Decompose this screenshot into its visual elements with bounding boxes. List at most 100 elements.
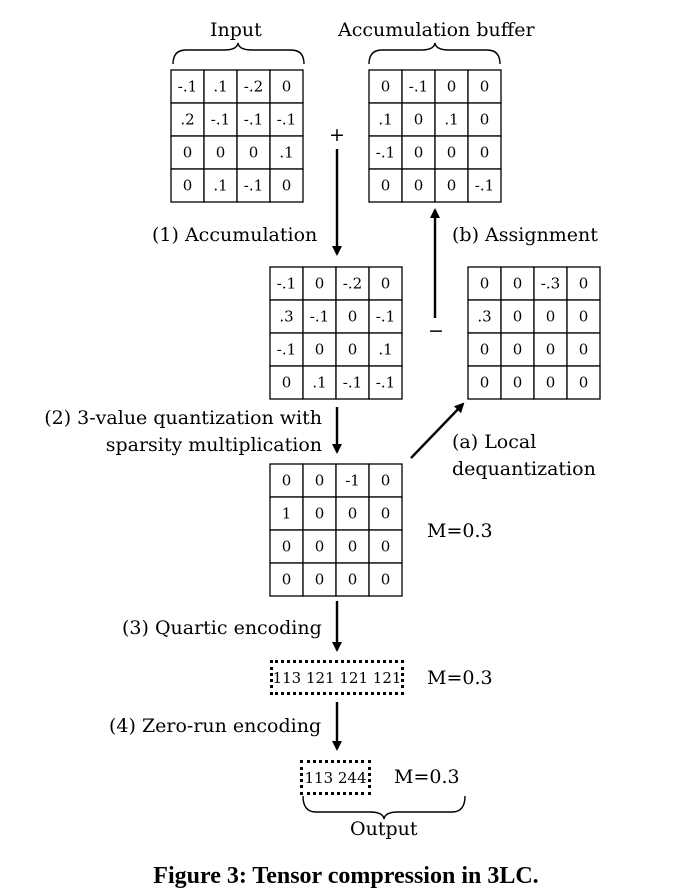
matrix-cell-box (302, 266, 337, 301)
matrix-cell-value: 0 (183, 177, 193, 195)
matrix-cell-value: 0 (348, 341, 358, 359)
matrix-cell-value: 0 (414, 144, 424, 162)
matrix-cell-value: 0 (546, 374, 556, 392)
matrix-cell-value: 0 (579, 374, 589, 392)
matrix-cell-value: 0 (447, 78, 457, 96)
matrix-cell-value: 0 (480, 374, 490, 392)
matrix-cell-value: 0 (447, 144, 457, 162)
matrix-cell-box (566, 365, 601, 400)
matrix-cell-box (302, 562, 337, 597)
matrix-cell-value: 0 (282, 177, 292, 195)
matrix-cell-box (269, 135, 304, 170)
matrix-cell-value: -.1 (376, 144, 395, 162)
matrix-cell-value: .1 (312, 374, 326, 392)
dequantization-arrow (410, 402, 465, 459)
matrix-cell-box (170, 102, 205, 137)
matrix-cell-box (236, 135, 271, 170)
matrix-cell-value: 0 (480, 144, 490, 162)
quartic-encoded-values: 113 121 121 121 (270, 660, 404, 695)
matrix-cell-value: -1 (345, 472, 360, 490)
matrix-cell-value: 0 (513, 341, 523, 359)
quartic-scale-label: M=0.3 (427, 667, 493, 689)
matrix-cell-value: 1 (282, 505, 292, 523)
matrix-cell-value: -.1 (211, 111, 230, 129)
matrix-cell-value: 0 (315, 275, 325, 293)
matrix-cell-box (269, 463, 304, 498)
matrix-cell-box (566, 332, 601, 367)
matrix-cell-value: 0 (315, 472, 325, 490)
matrix-cell-box (335, 463, 370, 498)
step-accumulation-label: (1) Accumulation (152, 224, 318, 246)
step-quantization-label-line2: sparsity multiplication (105, 434, 322, 456)
matrix-cell-box (500, 266, 535, 301)
matrix-cell-value: 0 (183, 144, 193, 162)
matrix-cell-value: 0 (315, 571, 325, 589)
matrix-cell-value: 0 (348, 505, 358, 523)
matrix-cell-value: -.1 (343, 374, 362, 392)
matrix-cell-value: 0 (480, 78, 490, 96)
matrix-cell-box (368, 332, 403, 367)
accumulation-buffer-label: Accumulation buffer (338, 19, 535, 41)
matrix-cell-value: -.1 (277, 341, 296, 359)
matrix-cell-box (203, 69, 238, 104)
matrix-cell-value: 0 (381, 78, 391, 96)
input-label: Input (210, 19, 262, 41)
matrix-cell-value: 0 (348, 308, 358, 326)
matrix-cell-box (203, 168, 238, 203)
matrix-cell-box (500, 332, 535, 367)
matrix-cell-value: .1 (213, 177, 227, 195)
matrix-cell-box (269, 168, 304, 203)
matrix-cell-value: -.3 (541, 275, 560, 293)
matrix-cell-value: -.1 (310, 308, 329, 326)
input-brace (172, 42, 305, 65)
matrix-cell-box (302, 529, 337, 564)
matrix-cell-box (335, 496, 370, 531)
quantization-scale-label: M=0.3 (427, 520, 493, 542)
matrix-cell-box (368, 562, 403, 597)
matrix-cell-value: .2 (180, 111, 194, 129)
matrix-cell-value: .1 (378, 341, 392, 359)
matrix-cell-value: 0 (282, 571, 292, 589)
matrix-cell-value: -.1 (277, 111, 296, 129)
matrix-cell-value: 0 (282, 78, 292, 96)
output-brace (302, 795, 466, 820)
matrix-cell-box (269, 69, 304, 104)
matrix-cell-box (467, 135, 502, 170)
matrix-cell-value: 0 (315, 505, 325, 523)
matrix-cell-value: .1 (279, 144, 293, 162)
matrix-cell-value: 0 (579, 308, 589, 326)
matrix-cell-value: -.1 (277, 275, 296, 293)
matrix-cell-box (269, 365, 304, 400)
matrix-cell-value: -.1 (376, 374, 395, 392)
matrix-cell-box (368, 266, 403, 301)
matrix-cell-value: 0 (348, 538, 358, 556)
matrix-cell-value: -.1 (244, 177, 263, 195)
matrix-cell-value: 0 (414, 111, 424, 129)
matrix-cell-box (401, 102, 436, 137)
matrix-cell-value: 0 (480, 111, 490, 129)
matrix-cell-box (533, 299, 568, 334)
matrix-cell-box (335, 299, 370, 334)
matrix-cell-value: 0 (282, 374, 292, 392)
matrix-cell-box (566, 266, 601, 301)
matrix-cell-box (335, 266, 370, 301)
matrix-cell-value: .1 (444, 111, 458, 129)
matrix-cell-box (335, 332, 370, 367)
matrix-cell-value: 0 (513, 275, 523, 293)
matrix-cell-box (269, 266, 304, 301)
matrix-cell-box (302, 299, 337, 334)
matrix-cell-value: 0 (381, 177, 391, 195)
matrix-cell-value: -.2 (244, 78, 263, 96)
zero-run-encoded-values: 113 244 (300, 760, 371, 795)
matrix-cell-box (533, 332, 568, 367)
matrix-cell-box (302, 365, 337, 400)
matrix-cell-value: 0 (216, 144, 226, 162)
matrix-cell-value: 0 (579, 341, 589, 359)
matrix-cell-value: -.1 (475, 177, 494, 195)
matrix-cell-box (434, 168, 469, 203)
step-assignment-label: (b) Assignment (452, 224, 598, 246)
matrix-cell-box (368, 365, 403, 400)
